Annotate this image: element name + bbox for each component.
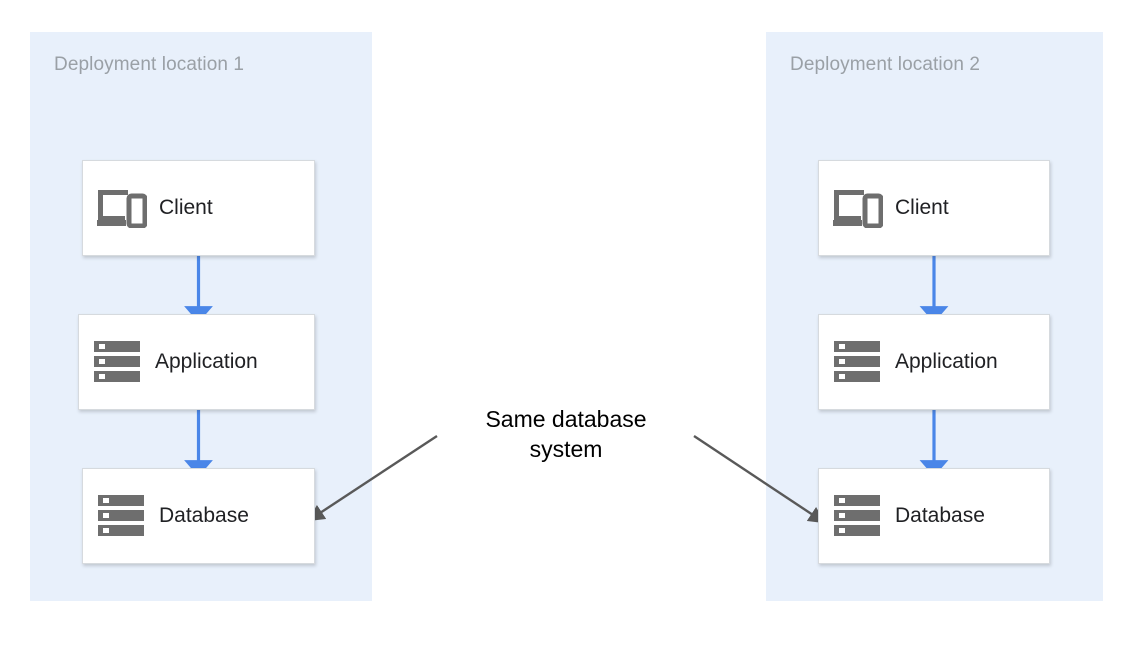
annotation-line-1: Same database (485, 406, 647, 432)
node-application-2[interactable]: Application (818, 314, 1050, 410)
devices-icon (83, 188, 159, 228)
node-label-client-1: Client (159, 196, 213, 219)
server-icon (83, 494, 159, 538)
zone-label-1: Deployment location 1 (54, 54, 245, 75)
node-client-1[interactable]: Client (82, 160, 315, 256)
zone-label-2: Deployment location 2 (790, 54, 981, 75)
node-label-application-1: Application (155, 350, 258, 373)
node-label-database-2: Database (895, 504, 985, 527)
node-application-1[interactable]: Application (78, 314, 315, 410)
devices-icon (819, 188, 895, 228)
node-client-2[interactable]: Client (818, 160, 1050, 256)
node-label-client-2: Client (895, 196, 949, 219)
node-database-1[interactable]: Database (82, 468, 315, 564)
node-label-application-2: Application (895, 350, 998, 373)
node-label-database-1: Database (159, 504, 249, 527)
server-icon (79, 340, 155, 384)
node-database-2[interactable]: Database (818, 468, 1050, 564)
server-icon (819, 340, 895, 384)
annotation-line-2: system (529, 436, 603, 462)
server-icon (819, 494, 895, 538)
annotation-same-database-system: Same database system (441, 404, 691, 464)
